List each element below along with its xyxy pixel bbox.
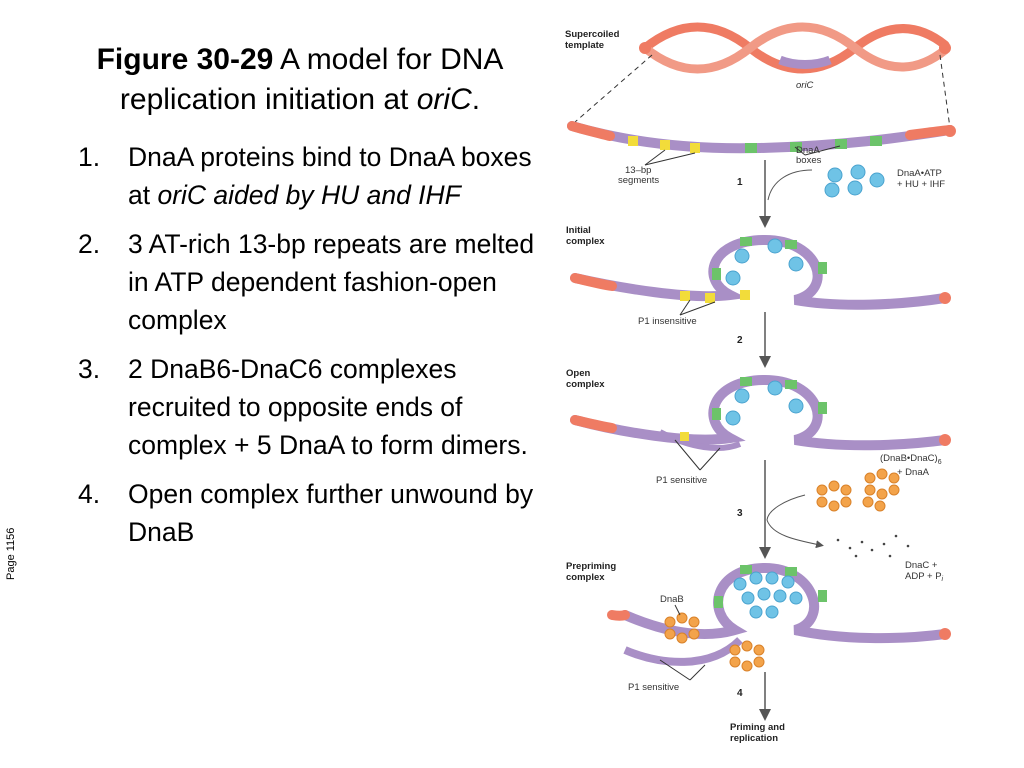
dnaa-boxes-label-2: boxes bbox=[796, 155, 822, 166]
p1-sensitive-label-a: P1 sensitive bbox=[656, 475, 707, 486]
final-label-1: Priming and bbox=[730, 722, 785, 733]
supercoiled-label-2: template bbox=[565, 40, 604, 51]
dnaa-boxes-label-1: DnaA bbox=[796, 145, 820, 156]
dnab-label: DnaB bbox=[660, 594, 684, 605]
dnaa-bound-open bbox=[725, 380, 804, 426]
supercoiled-label-1: Supercoiled bbox=[565, 29, 620, 40]
step-2-number: 2 bbox=[737, 335, 743, 346]
step-text: Open complex further unwound by DnaB bbox=[128, 479, 534, 547]
step-number: 1. bbox=[78, 142, 101, 172]
step-text-italic: oriC aided by HU and IHF bbox=[157, 180, 461, 210]
products-label-2: ADP + Pi bbox=[905, 571, 944, 583]
step-text: 3 AT-rich 13-bp repeats are melted in AT… bbox=[128, 229, 535, 335]
step-3-number: 3 bbox=[737, 508, 743, 519]
open-complex-label-1: Open bbox=[566, 368, 590, 379]
supercoiled-template bbox=[639, 22, 951, 74]
dnaa-bound-initial bbox=[725, 238, 804, 286]
initial-complex bbox=[570, 234, 951, 310]
figure-title: Figure 30-29 A model for DNA replication… bbox=[60, 40, 540, 120]
step-number: 3. bbox=[78, 354, 101, 384]
final-label-2: replication bbox=[730, 733, 778, 744]
figure-label: Figure 30-29 bbox=[96, 43, 274, 76]
title-period: . bbox=[471, 83, 481, 116]
prepriming-complex bbox=[607, 562, 951, 666]
step-4-number: 4 bbox=[737, 688, 743, 699]
products-label-1: DnaC + bbox=[905, 560, 938, 571]
step-item-4: 4. Open complex further unwound by DnaB bbox=[72, 475, 542, 551]
reagent1-label-2: + HU + IHF bbox=[897, 179, 945, 190]
step-text: DnaA proteins bind to DnaA boxes at bbox=[128, 142, 532, 210]
title-oric: oriC bbox=[416, 83, 472, 116]
dnab-helicase-left bbox=[664, 612, 700, 644]
step-text: 2 DnaB6-DnaC6 complexes recruited to opp… bbox=[128, 354, 528, 460]
steps-list: 1. DnaA proteins bind to DnaA boxes at or… bbox=[72, 138, 542, 562]
initial-complex-label-1: Initial bbox=[566, 225, 591, 236]
segments-label-2: segments bbox=[618, 175, 659, 186]
dnab-helicase-right bbox=[729, 640, 765, 672]
prepriming-complex-label-2: complex bbox=[566, 572, 605, 583]
linear-oric-dna bbox=[567, 121, 956, 154]
step-number: 4. bbox=[78, 479, 101, 509]
step-number: 2. bbox=[78, 229, 101, 259]
step-item-1: 1. DnaA proteins bind to DnaA boxes at or… bbox=[72, 138, 542, 214]
released-products bbox=[836, 534, 910, 558]
initial-complex-label-2: complex bbox=[566, 236, 605, 247]
reagent3-label-2: + DnaA bbox=[897, 467, 930, 478]
reagent1-label-1: DnaA•ATP bbox=[897, 168, 942, 179]
reagent3-label-1: (DnaB•DnaC)6 bbox=[880, 453, 942, 466]
title-text: A model for DNA replication initiation a… bbox=[119, 43, 504, 116]
p1-insensitive-label: P1 insensitive bbox=[638, 316, 697, 327]
prepriming-complex-label-1: Prepriming bbox=[566, 561, 616, 572]
p1-sensitive-label-b: P1 sensitive bbox=[628, 682, 679, 693]
step-1-number: 1 bbox=[737, 177, 743, 188]
segments-label-1: 13–bp bbox=[625, 165, 651, 176]
dnaa-atp-proteins bbox=[824, 164, 885, 198]
open-complex-label-2: complex bbox=[566, 379, 605, 390]
step-item-3: 3. 2 DnaB6-DnaC6 complexes recruited to o… bbox=[72, 350, 542, 464]
open-complex bbox=[570, 374, 951, 451]
step-item-2: 2. 3 AT-rich 13-bp repeats are melted in … bbox=[72, 225, 542, 339]
oric-label: oriC bbox=[796, 80, 814, 91]
dnab-dnac-complexes bbox=[816, 468, 900, 512]
dnaa-bound-prepriming bbox=[733, 571, 803, 619]
